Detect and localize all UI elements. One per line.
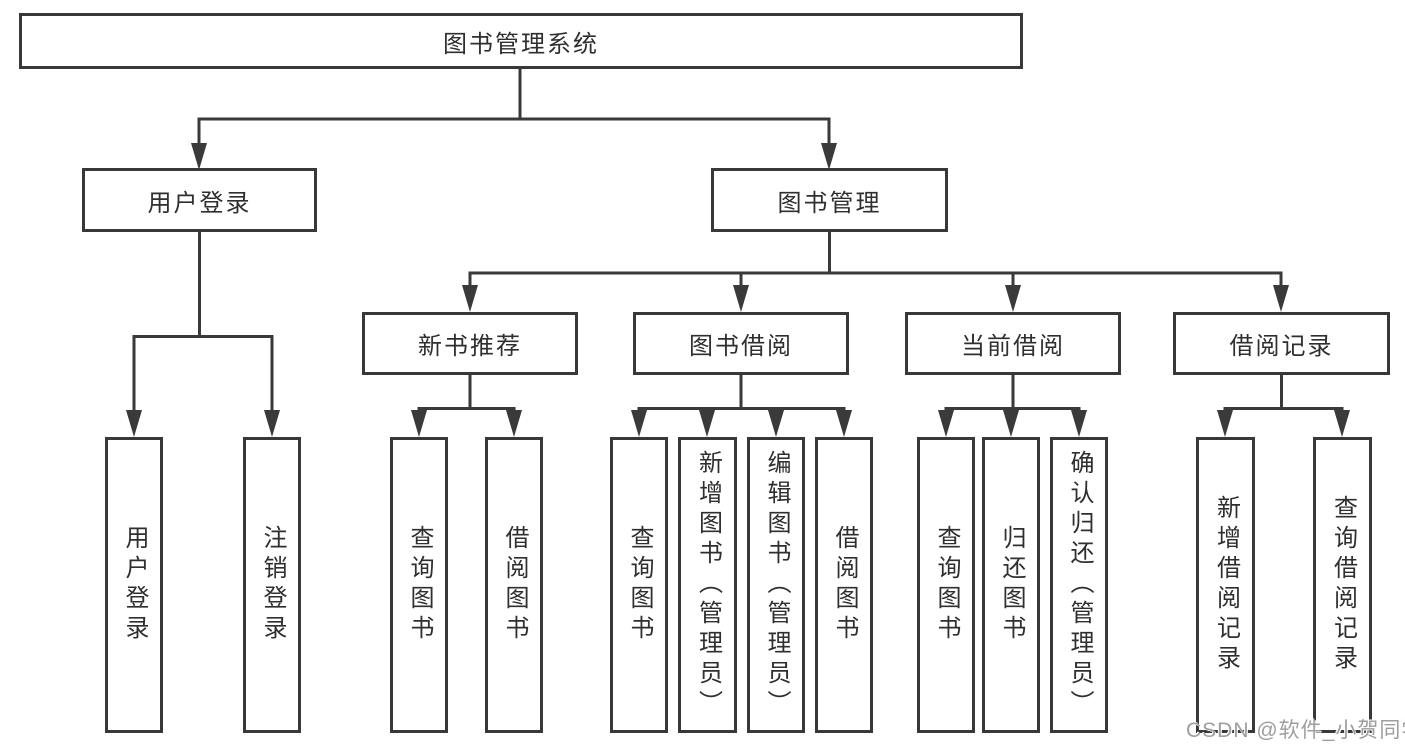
leaf-return-book-label: 归还图书 xyxy=(998,525,1025,645)
leaf-borrow-books-2-label: 借阅图书 xyxy=(831,525,858,645)
node-root-system: 图书管理系统 xyxy=(19,13,1023,69)
node-borrowing-records: 借阅记录 xyxy=(1173,312,1390,375)
leaf-query-books-1: 查询图书 xyxy=(390,437,448,733)
leaf-confirm-return-admin: 确认归还（管理员） xyxy=(1050,437,1108,733)
node-root-label: 图书管理系统 xyxy=(443,30,599,58)
node-book-borrowing-label: 图书借阅 xyxy=(689,333,793,360)
node-book-management-label: 图书管理 xyxy=(777,189,882,217)
leaf-query-borrow-record-label: 查询借阅记录 xyxy=(1329,495,1357,675)
node-user-login: 用户登录 xyxy=(82,168,317,232)
leaf-edit-book-admin-label: 编辑图书（管理员） xyxy=(763,450,790,720)
leaf-borrow-books-2: 借阅图书 xyxy=(815,437,873,733)
leaf-add-borrow-record: 新增借阅记录 xyxy=(1196,437,1255,733)
leaf-user-login-label: 用户登录 xyxy=(121,525,148,645)
leaf-edit-book-admin: 编辑图书（管理员） xyxy=(747,437,805,733)
leaf-logout: 注销登录 xyxy=(243,437,301,733)
leaf-query-books-3-label: 查询图书 xyxy=(933,525,960,645)
leaf-borrow-books-1: 借阅图书 xyxy=(485,437,543,733)
csdn-watermark: CSDN @软件_小贺同学 xyxy=(1186,719,1405,742)
node-current-borrowing: 当前借阅 xyxy=(905,312,1121,375)
node-user-login-label: 用户登录 xyxy=(147,189,252,217)
node-borrowing-records-label: 借阅记录 xyxy=(1229,333,1334,360)
leaf-borrow-books-1-label: 借阅图书 xyxy=(501,525,528,645)
leaf-query-books-3: 查询图书 xyxy=(917,437,975,733)
leaf-query-books-1-label: 查询图书 xyxy=(406,525,433,645)
leaf-add-book-admin-label: 新增图书（管理员） xyxy=(694,450,722,720)
leaf-query-books-2: 查询图书 xyxy=(610,437,668,733)
node-book-management: 图书管理 xyxy=(711,168,948,232)
node-book-borrowing: 图书借阅 xyxy=(633,312,849,375)
arrow-down-icon xyxy=(126,143,1350,437)
leaf-add-book-admin: 新增图书（管理员） xyxy=(678,437,737,733)
leaf-query-books-2-label: 查询图书 xyxy=(626,525,653,645)
leaf-return-book: 归还图书 xyxy=(982,437,1040,733)
leaf-add-borrow-record-label: 新增借阅记录 xyxy=(1212,495,1240,675)
leaf-query-borrow-record: 查询借阅记录 xyxy=(1313,437,1372,733)
leaf-logout-label: 注销登录 xyxy=(259,525,286,645)
node-new-book-recommend-label: 新书推荐 xyxy=(418,333,522,360)
leaf-user-login: 用户登录 xyxy=(105,437,163,733)
leaf-confirm-return-admin-label: 确认归还（管理员） xyxy=(1066,450,1093,720)
node-new-book-recommend: 新书推荐 xyxy=(362,312,578,375)
node-current-borrowing-label: 当前借阅 xyxy=(961,333,1065,360)
